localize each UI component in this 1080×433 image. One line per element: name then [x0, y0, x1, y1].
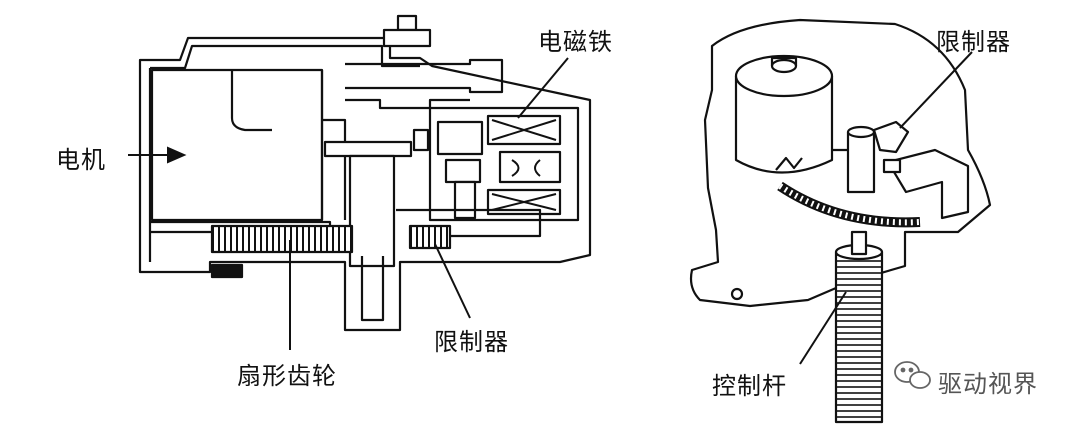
motor-top-face: [734, 54, 834, 98]
gear-guard: [396, 208, 542, 238]
shaft-stem: [360, 256, 385, 322]
central-shaft: [348, 154, 396, 268]
label-control-rod: 控制杆: [712, 372, 787, 400]
limiter-housing: [886, 148, 970, 220]
sector-gear: [210, 224, 354, 254]
label-limiter-left: 限制器: [434, 328, 509, 356]
mount-hole: [730, 287, 744, 301]
left-mechanism-diagram: [138, 14, 592, 332]
limiter-plunger: [453, 180, 477, 220]
motor-cylinder: [734, 76, 834, 174]
limiter-pointer-right: [899, 51, 973, 129]
top-bushing: [382, 28, 432, 48]
housing-outline: [138, 36, 592, 332]
control-rod: [834, 250, 884, 424]
right-sector-gear: [777, 181, 921, 228]
left-label-pointers: [128, 57, 569, 350]
motor-foot: [775, 156, 803, 171]
electromagnet-pointer: [517, 57, 569, 119]
top-nut: [396, 14, 418, 32]
watermark-text: 驱动视界: [938, 370, 1038, 398]
label-motor: 电机: [56, 146, 106, 174]
limiter-post: [846, 130, 876, 194]
motor-boss: [770, 58, 798, 74]
wechat-icon: [894, 361, 931, 389]
shaft-flange: [323, 140, 413, 158]
label-limiter-right: 限制器: [936, 28, 1011, 56]
motor-arrowhead: [167, 146, 187, 164]
label-electromagnet: 电磁铁: [538, 28, 613, 56]
mount-foot: [210, 263, 244, 279]
motor-lead: [230, 70, 272, 132]
rod-tip: [850, 230, 868, 256]
limiter-pointer-left: [434, 243, 471, 319]
shaft-seat: [345, 98, 470, 110]
label-sector-gear: 扇形齿轮: [237, 362, 337, 390]
motor-end-cap: [320, 70, 347, 220]
right-label-pointers: [799, 51, 973, 365]
motor-body: [150, 68, 324, 222]
housing-inner-top: [150, 44, 420, 70]
output-shaft: [345, 58, 504, 94]
control-rod-pointer: [799, 291, 847, 365]
limiter-arm: [872, 120, 910, 154]
right-mechanism-diagram: [689, 18, 992, 424]
limiter-gear: [408, 224, 452, 250]
electromagnet-core: [498, 150, 562, 184]
armature: [436, 120, 484, 156]
